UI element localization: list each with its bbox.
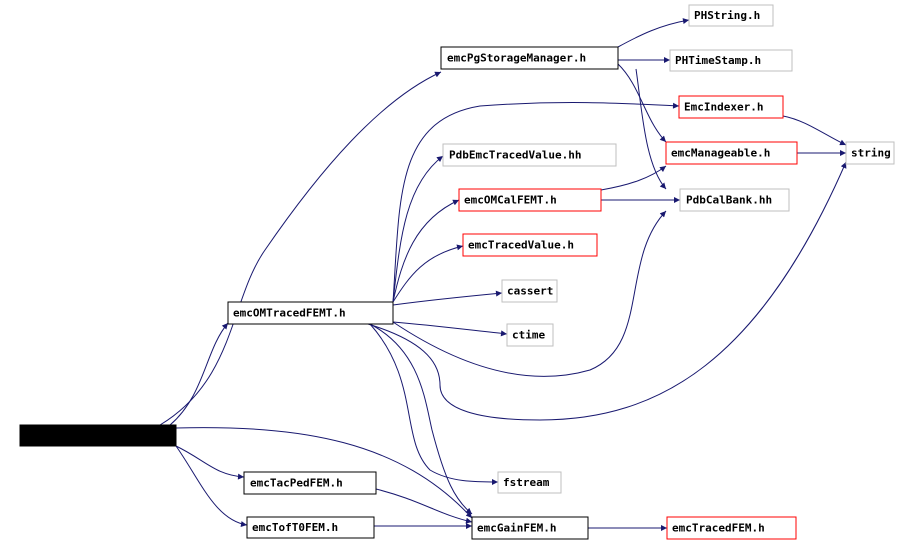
node-traced-value-label: emcTracedValue.h <box>468 239 574 252</box>
edge-omtraced-cassert <box>392 290 503 306</box>
node-cassert[interactable]: cassert <box>501 279 558 303</box>
node-phtimestamp[interactable]: PHTimeStamp.h <box>669 49 793 72</box>
node-traced-value[interactable]: emcTracedValue.h <box>462 233 598 257</box>
node-tof-t0-fem-label: emcTofT0FEM.h <box>252 521 338 534</box>
edge-root-tof <box>175 445 248 528</box>
edge-root-omtraced <box>169 322 229 426</box>
node-emc-manageable[interactable]: emcManageable.h <box>665 141 798 165</box>
node-string[interactable]: string <box>845 141 895 165</box>
node-pdb-cal-bank-label: PdbCalBank.hh <box>686 194 772 207</box>
node-emc-indexer[interactable]: EmcIndexer.h <box>678 95 784 119</box>
nodes: emcOMTracedFEM.C emcPgStorageManager.h P… <box>19 4 895 540</box>
node-root[interactable]: emcOMTracedFEM.C <box>19 424 177 447</box>
edge-omtraced-indexer <box>392 102 680 303</box>
node-om-traced-femt-label: emcOMTracedFEMT.h <box>233 307 346 320</box>
node-ctime[interactable]: ctime <box>506 323 554 347</box>
edge-root-storage <box>159 71 442 426</box>
node-om-cal-femt-label: emcOMCalFEMT.h <box>464 194 557 207</box>
node-traced-fem-label: emcTracedFEM.h <box>672 522 765 535</box>
node-emc-manageable-label: emcManageable.h <box>671 147 770 160</box>
node-om-cal-femt[interactable]: emcOMCalFEMT.h <box>458 188 602 212</box>
node-tac-ped-fem-label: emcTacPedFEM.h <box>250 477 343 490</box>
node-pg-storage-manager-label: emcPgStorageManager.h <box>447 52 586 65</box>
edge-indexer-string <box>782 115 847 146</box>
node-gain-fem[interactable]: emcGainFEM.h <box>471 516 589 540</box>
node-emc-indexer-label: EmcIndexer.h <box>684 101 763 114</box>
edge-root-tacped <box>175 445 245 480</box>
edge-omtraced-omcal <box>392 199 460 303</box>
node-traced-fem[interactable]: emcTracedFEM.h <box>666 516 797 540</box>
node-gain-fem-label: emcGainFEM.h <box>477 522 556 535</box>
edges <box>159 18 847 531</box>
node-tac-ped-fem[interactable]: emcTacPedFEM.h <box>243 471 377 495</box>
edge-storage-manageable <box>617 63 667 143</box>
node-fstream-label: fstream <box>503 476 550 489</box>
node-phtimestamp-label: PHTimeStamp.h <box>675 54 761 67</box>
node-pdb-cal-bank[interactable]: PdbCalBank.hh <box>679 188 790 212</box>
edge-omtraced-gain <box>369 323 473 515</box>
node-phstring[interactable]: PHString.h <box>688 4 774 27</box>
edge-omtraced-string <box>367 161 847 421</box>
edge-omcal-manageable <box>600 165 667 191</box>
edge-omtraced-fstream <box>369 323 499 485</box>
node-fstream[interactable]: fstream <box>497 471 562 494</box>
edge-storage-pdbcal <box>635 68 667 190</box>
node-pdb-emc-traced-value[interactable]: PdbEmcTracedValue.hh <box>442 143 617 167</box>
node-ctime-label: ctime <box>512 329 545 342</box>
node-om-traced-femt[interactable]: emcOMTracedFEMT.h <box>227 301 394 325</box>
edge-omtraced-pdbcal <box>392 210 667 377</box>
edge-storage-phstring <box>617 18 690 48</box>
edge-omtraced-ctime <box>392 321 508 337</box>
node-root-label: emcOMTracedFEM.C <box>24 429 130 442</box>
node-string-label: string <box>851 147 891 160</box>
node-cassert-label: cassert <box>507 285 553 298</box>
node-pg-storage-manager[interactable]: emcPgStorageManager.h <box>440 46 619 70</box>
edge-omtraced-tracedvalue <box>392 244 464 303</box>
edge-tacped-gain <box>375 488 473 524</box>
node-tof-t0-fem[interactable]: emcTofT0FEM.h <box>246 516 375 539</box>
edge-root-gain <box>175 427 473 519</box>
edge-omtraced-pdbtraced <box>392 155 444 303</box>
node-phstring-label: PHString.h <box>694 9 760 22</box>
node-pdb-emc-traced-value-label: PdbEmcTracedValue.hh <box>449 149 581 162</box>
